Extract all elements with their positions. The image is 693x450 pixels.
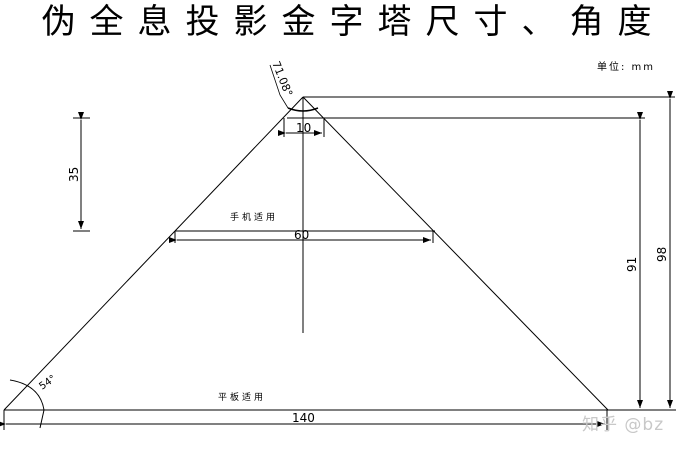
top-width-label: 10: [296, 121, 311, 135]
top-width-dimension: [278, 118, 325, 137]
page-title: 伪全息投影金字塔尺寸、角度: [41, 2, 666, 42]
apex-angle-arc: [287, 107, 319, 112]
inner-height-label: 91: [625, 257, 639, 272]
middle-width-dimension: [169, 230, 435, 243]
left-height-label: 35: [67, 167, 81, 182]
middle-width-label: 60: [294, 228, 309, 242]
apex-angle-label: 71.08°: [269, 59, 295, 98]
base-angle-label: 54°: [37, 373, 58, 392]
tablet-label: 平板适用: [218, 391, 266, 403]
unit-label: 单位: mm: [597, 62, 656, 73]
pyramid-outline: [3, 96, 609, 411]
phone-label: 手机适用: [230, 211, 278, 223]
bottom-width-label: 140: [292, 411, 315, 425]
base-angle-arc: [9, 379, 45, 429]
watermark: 知乎 @bz: [582, 415, 665, 435]
outer-height-label: 98: [655, 247, 669, 262]
left-height-dimension: [73, 112, 90, 232]
bottom-width-dimension: [0, 410, 608, 430]
